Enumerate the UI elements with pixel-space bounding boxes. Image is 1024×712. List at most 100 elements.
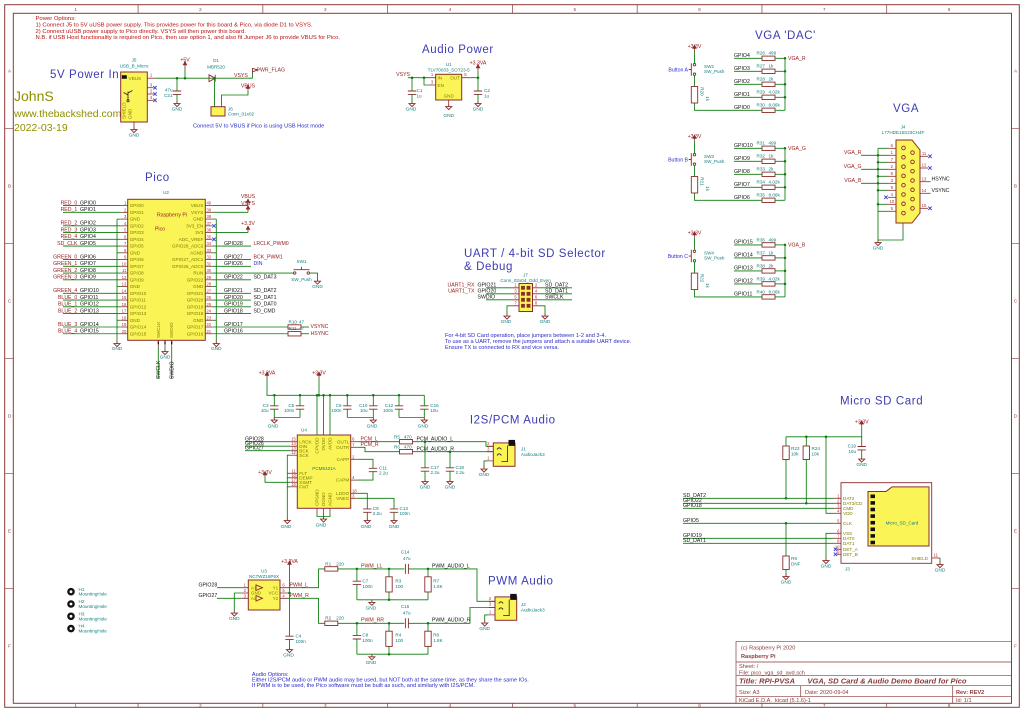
resistor [761,197,776,203]
pico-left-18-p: GPIO14 [130,325,147,330]
pwm-r3-r: R3 [395,578,401,583]
gnd: GND [406,107,417,113]
wire [286,454,291,516]
buffer-triangle [255,584,264,602]
notes-power-2: 2) Connect uUSB power supply to Pico dir… [36,29,247,35]
pico-swdio: SWDIO [169,361,175,379]
sd-pins-1-n: 2 [837,498,840,503]
p5-d1ref: D1 [213,58,219,63]
pico-right-5-n: 35 [206,234,211,239]
wire [825,436,834,514]
p5-n4: 4 [150,95,153,100]
uart-la-1: UART1_TX [448,289,475,295]
resistor [782,555,790,570]
wire [786,427,863,438]
usb-pad [121,75,127,79]
wire [357,471,374,481]
sd-r23-r: R23 [791,446,800,451]
pico-left-10-net: GPIO8 [80,268,96,274]
pico-right-18-r: R10 [289,319,298,324]
tb-lines [735,640,1012,704]
gnd-symbol [857,456,866,463]
gnd: GND [160,355,171,361]
pico-title: Pico [145,172,170,184]
sd-pins-3-n: 4 [837,508,840,513]
i2s-caps-4-r: C12 [385,403,394,408]
pwm-rp-2: Y2 [273,596,279,601]
pin-circle [910,196,915,202]
p5-gndpin: GND [128,108,133,119]
pwm-rp-1: VCC [268,591,278,596]
i2s-nets-0: GPIO28 [245,437,264,443]
junction [805,502,808,505]
usb-glyph [123,90,133,100]
sd-ref: J3 [845,567,850,572]
gnd-symbol [319,516,328,523]
i2s-lp-2-n: 13 [291,446,296,451]
sd-pins-3-p: VDD [843,511,853,516]
mh-items-0-v: MountingHole [79,592,108,597]
pwm-title: PWM Audio [488,576,553,588]
notes-power-1: 1) Connect J5 to 5V uUSB power supply. T… [36,22,313,28]
sd-shn: 11 [934,553,939,558]
dac-groups-0-rv: 1k [705,96,710,102]
pico-ref: U2 [163,190,169,195]
pwm-pll: PWM_LL [361,563,382,569]
pico-left-14-p: GPIO11 [130,298,147,303]
pin-circle [901,173,906,179]
dac-groups-1-btn: Button B [668,157,688,163]
wire [264,478,291,483]
pico-left-4-net: GPIO3 [80,227,96,233]
pico-left-8-h: GREEN_0 [53,254,77,260]
capacitor [407,90,417,95]
notes-sd-2: Ensure TX is connected to RX and vice ve… [445,345,559,351]
dac-groups-0-rows-1-r: R27 [757,64,766,69]
pwm-pr: PWM_R [290,593,310,599]
resistor [690,86,699,104]
pico-left-7-n: 8 [124,248,127,253]
sd-nets-5: SD_DAT1 [683,538,706,544]
dac-groups-1-swv: SW_Push [704,159,725,164]
wire [408,607,495,624]
dac-groups-0-sw: SW2 [704,64,714,69]
gnd: GND [540,319,551,325]
pwm-c8-r: C8 [362,633,368,638]
pwm-r4-v: 100 [395,638,403,643]
pico-right-18-v: 47 [299,319,305,324]
pwm-r7-r: R7 [433,578,439,583]
wire [287,567,290,594]
pico-left-18-h: BLUE_3 [58,322,77,328]
gnd-symbol [444,104,453,111]
pico-right-12-p: GND [193,284,204,289]
ap-c1v: 1u [417,93,423,98]
dac-groups-2-out: VGA_B [788,242,806,248]
gnd: GND [445,485,456,491]
uart-rn-3: 8 [535,301,538,306]
pico-left-3-net: GPIO2 [80,221,96,227]
notes-power-0: Power Options: [36,16,77,22]
gnd-symbol [781,574,791,581]
pico-right-0-n: 40 [206,201,211,206]
gnd: GND [821,564,832,570]
dac-groups-2-sw: SW4 [704,250,714,255]
ap-c1r: C1 [417,88,423,93]
i2s-ref: U4 [301,428,307,433]
i2s-caps-1-r: C5 [288,403,294,408]
pwm-c15-v: 47u [403,611,411,616]
i2s-val: PCM5101A [312,466,336,471]
pico-right-7-n: 33 [206,248,211,253]
i2s-tp-0: CPVDD [315,437,320,454]
junction [317,394,321,397]
pwm-c14-v: 47u [403,556,411,561]
pin-circle [910,159,915,165]
pico-right-2-p: GND [193,217,204,222]
pico-right-17-n: 23 [206,315,211,320]
p5-p5v: +5V [180,58,190,64]
pwm-c4-v: 100n [296,639,307,644]
sd-pins-6-n: 7 [837,533,840,538]
pico-left-15-n: 16 [122,302,127,307]
gnd: GND [420,485,431,491]
dac-groups-0-rows-2-v: 2k [769,77,775,82]
wire [221,91,249,107]
